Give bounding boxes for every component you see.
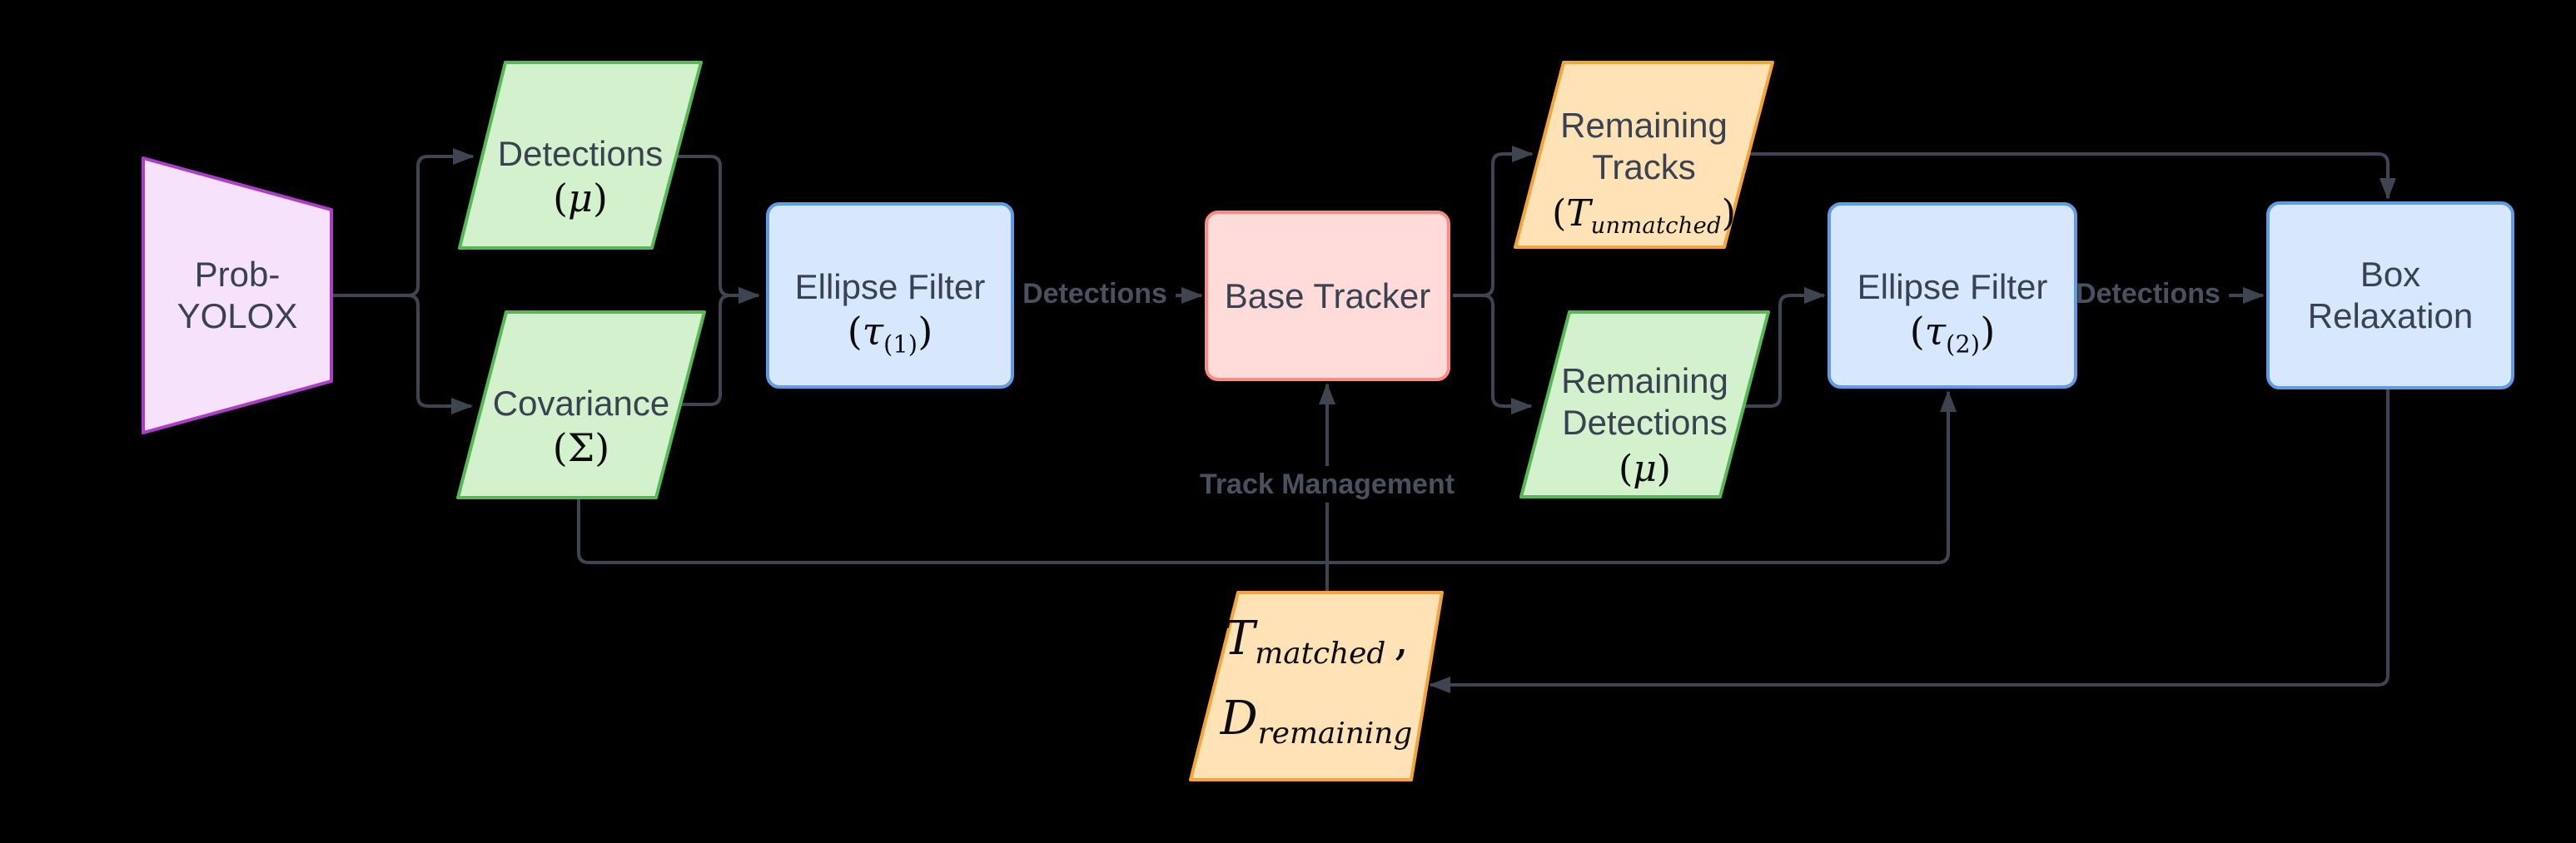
- edge-covariance-to-ellipse-filter-2-bottom: [577, 390, 1957, 564]
- math-open-paren: (: [553, 175, 569, 221]
- t-subscript: unmatched: [1590, 212, 1722, 239]
- tau-subscript: (2): [1946, 330, 1981, 359]
- covariance-label: Covariance: [492, 383, 670, 423]
- tau-subscript: (1): [883, 330, 918, 359]
- node-detections: Detections (μ): [460, 62, 701, 248]
- edge-box-relaxation-to-tmatched: [1429, 389, 2390, 693]
- box-relaxation-label-line2: Relaxation: [2307, 296, 2474, 335]
- edge-remaining-detections-to-ellipse-filter-2: [1744, 287, 1826, 408]
- covariance-shape: [456, 310, 706, 499]
- edge-remaining-tracks-to-box-relaxation: [1748, 152, 2396, 200]
- edge-label-track-management: Track Management: [1191, 466, 1464, 503]
- math-open-paren: (: [1909, 308, 1925, 354]
- t-matched-shape: [1189, 591, 1444, 781]
- node-box-relaxation: Box Relaxation: [2266, 201, 2514, 389]
- detections-label: Detections: [497, 133, 664, 173]
- mu-symbol: μ: [1633, 448, 1657, 490]
- node-prob-yolox: Prob-YOLOX: [143, 158, 331, 433]
- detections-math: (μ): [553, 175, 608, 221]
- prob-yolox-label: Prob-YOLOX: [177, 255, 298, 335]
- mu-symbol: μ: [568, 175, 593, 221]
- prob-yolox-shape: [142, 156, 333, 434]
- d-symbol: D: [1220, 691, 1258, 746]
- covariance-math: (Σ): [553, 424, 609, 471]
- tau-symbol: τ: [1924, 308, 1947, 354]
- d-subscript: remaining: [1257, 716, 1413, 751]
- remaining-detections-label-line2: Detections: [1562, 403, 1728, 442]
- remaining-tracks-label-line1: Remaining: [1560, 105, 1728, 145]
- node-remaining-tracks: Remaining Tracks (Tunmatched): [1515, 62, 1773, 247]
- base-tracker-label: Base Tracker: [1224, 275, 1431, 315]
- remaining-detections-shape: [1519, 310, 1770, 498]
- ellipse-filter-2-math: (τ(2)): [1910, 308, 1996, 368]
- edge-yolox-to-detections: [331, 148, 475, 297]
- edge-covariance-to-ellipse-filter-1: [680, 287, 760, 406]
- node-base-tracker: Base Tracker: [1205, 211, 1450, 381]
- math-close-paren: ): [918, 308, 933, 354]
- node-ellipse-filter-2: Ellipse Filter (τ(2)): [1828, 202, 2077, 389]
- math-close-paren: ): [592, 175, 608, 221]
- t-matched-line2: Dremaining: [1221, 687, 1413, 766]
- math-close-paren: ): [594, 424, 610, 470]
- t-subscript: matched: [1255, 636, 1386, 671]
- math-close-paren: ): [1980, 308, 1996, 354]
- ellipse-filter-1-label: Ellipse Filter: [794, 266, 986, 306]
- math-open-paren: (: [1552, 191, 1567, 235]
- math-close-paren: ): [1721, 191, 1736, 235]
- edge-yolox-to-covariance: [331, 294, 473, 414]
- t-symbol: T: [1223, 611, 1256, 666]
- node-remaining-detections: Remaining Detections (μ): [1521, 312, 1768, 497]
- node-t-matched: Tmatched, Dremaining: [1191, 593, 1442, 780]
- tau-symbol: τ: [862, 308, 884, 354]
- math-close-paren: ): [1656, 448, 1671, 490]
- detections-shape: [458, 61, 703, 250]
- remaining-detections-math: (μ): [1619, 444, 1671, 495]
- t-symbol: T: [1566, 191, 1591, 235]
- remaining-tracks-math: (Tunmatched): [1552, 188, 1736, 252]
- ellipse-filter-1-math: (τ(1)): [848, 308, 933, 368]
- node-ellipse-filter-1: Ellipse Filter (τ(1)): [766, 202, 1014, 389]
- edge-base-tracker-to-remaining-detections: [1453, 294, 1533, 414]
- ellipse-filter-2-label: Ellipse Filter: [1857, 266, 2048, 306]
- edge-label-detections-mid: Detections: [1014, 275, 1176, 312]
- box-relaxation-label-line1: Box: [2360, 255, 2421, 294]
- remaining-tracks-shape: [1514, 61, 1774, 249]
- remaining-tracks-label-line2: Tracks: [1592, 146, 1696, 186]
- edge-label-detections-right: Detections: [2067, 275, 2229, 312]
- remaining-detections-label-line1: Remaining: [1561, 361, 1728, 400]
- node-covariance: Covariance (Σ): [458, 312, 704, 498]
- sigma-symbol: Σ: [567, 424, 595, 470]
- math-open-paren: (: [847, 308, 863, 354]
- t-matched-line1: Tmatched,: [1224, 607, 1409, 687]
- math-open-paren: (: [552, 424, 568, 470]
- comma: ,: [1394, 611, 1410, 666]
- math-open-paren: (: [1619, 448, 1634, 490]
